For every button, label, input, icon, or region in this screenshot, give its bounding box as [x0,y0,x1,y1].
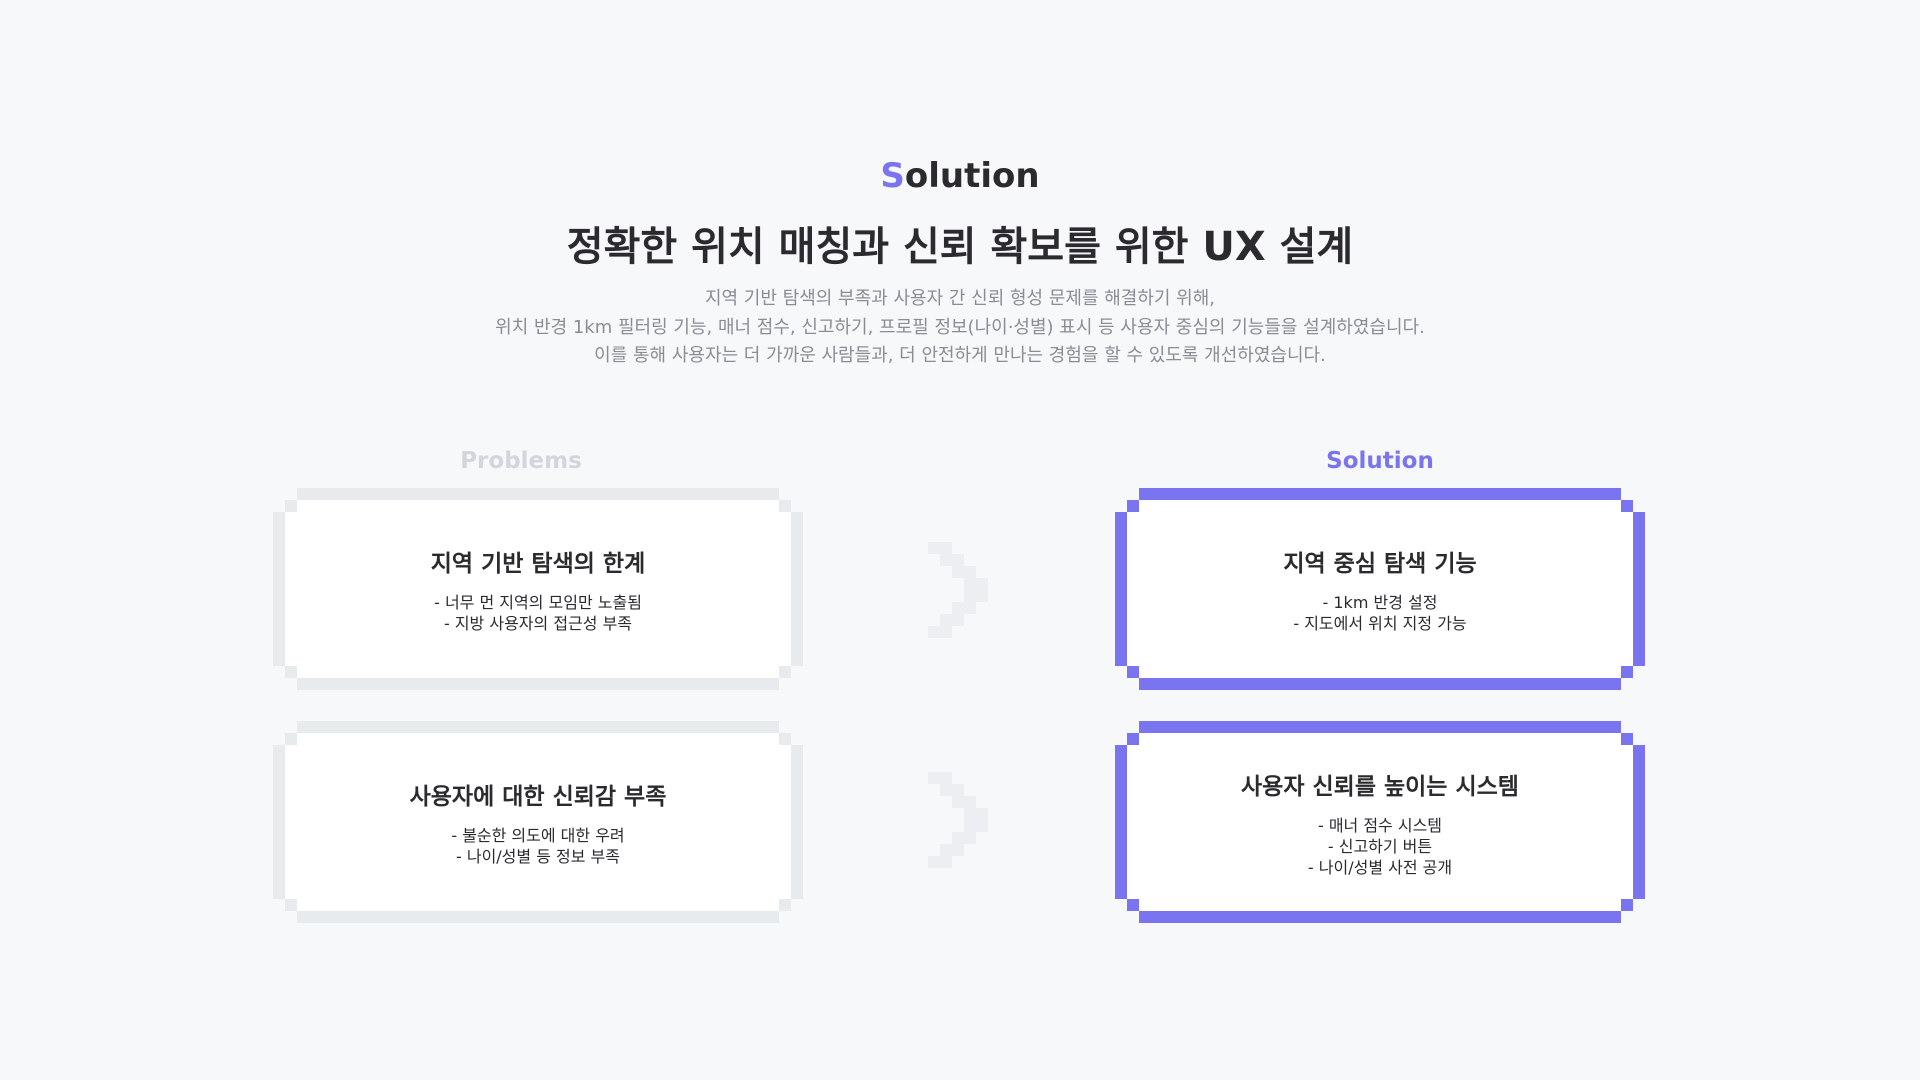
list-item: - 지방 사용자의 접근성 부족 [443,614,633,633]
section-eyebrow: Solution [0,156,1920,196]
solution-column-label: Solution [1326,448,1434,474]
problem-card: 사용자에 대한 신뢰감 부족 - 불순한 의도에 대한 우려 - 나이/성별 등… [273,721,803,923]
list-item: - 매너 점수 시스템 [1317,815,1443,835]
solution-card: 지역 중심 탐색 기능 - 1km 반경 설정 - 지도에서 위치 지정 가능 [1115,488,1645,690]
list-item: - 너무 먼 지역의 모임만 노출됨 [434,593,642,612]
eyebrow-rest: olution [904,156,1040,196]
problem-card-frame [273,488,803,690]
problem-list: - 불순한 의도에 대한 우려 - 나이/성별 등 정보 부족 [451,825,624,867]
pixel-chevron-right-icon [928,772,988,868]
solution-card-frame [1115,721,1645,923]
section-description: 지역 기반 탐색의 부족과 사용자 간 신뢰 형성 문제를 해결하기 위해, 위… [0,285,1920,371]
description-line: 위치 반경 1km 필터링 기능, 매너 점수, 신고하기, 프로필 정보(나이… [495,316,1425,338]
list-item: - 나이/성별 등 정보 부족 [455,847,620,866]
problems-column-label: Problems [460,448,582,474]
problem-list: - 너무 먼 지역의 모임만 노출됨 - 지방 사용자의 접근성 부족 [434,592,642,634]
solution-title: 사용자 신뢰를 높이는 시스템 [1241,773,1519,800]
page-title: 정확한 위치 매칭과 신뢰 확보를 위한 UX 설계 [566,224,1354,270]
list-item: - 지도에서 위치 지정 가능 [1293,614,1467,633]
solution-card-frame [1115,488,1645,690]
solution-title: 지역 중심 탐색 기능 [1283,551,1477,577]
description-line: 지역 기반 탐색의 부족과 사용자 간 신뢰 형성 문제를 해결하기 위해, [704,288,1216,309]
pixel-chevron-right-icon [928,542,988,638]
solution-card: 사용자 신뢰를 높이는 시스템 - 매너 점수 시스템 - 신고하기 버튼 - … [1115,721,1645,923]
problem-title: 지역 기반 탐색의 한계 [430,551,646,577]
solution-list: - 매너 점수 시스템 - 신고하기 버튼 - 나이/성별 사전 공개 [1308,815,1452,878]
problem-title: 사용자에 대한 신뢰감 부족 [409,784,667,810]
list-item: - 신고하기 버튼 [1327,836,1433,856]
eyebrow-accent-letter: S [880,156,905,196]
list-item: - 1km 반경 설정 [1322,593,1438,612]
problem-card-frame [273,721,803,923]
problem-card: 지역 기반 탐색의 한계 - 너무 먼 지역의 모임만 노출됨 - 지방 사용자… [273,488,803,690]
description-line: 이를 통해 사용자는 더 가까운 사람들과, 더 안전하게 만나는 경험을 할 … [594,345,1326,366]
solution-list: - 1km 반경 설정 - 지도에서 위치 지정 가능 [1293,592,1466,634]
list-item: - 불순한 의도에 대한 우려 [451,826,625,845]
list-item: - 나이/성별 사전 공개 [1307,857,1453,877]
